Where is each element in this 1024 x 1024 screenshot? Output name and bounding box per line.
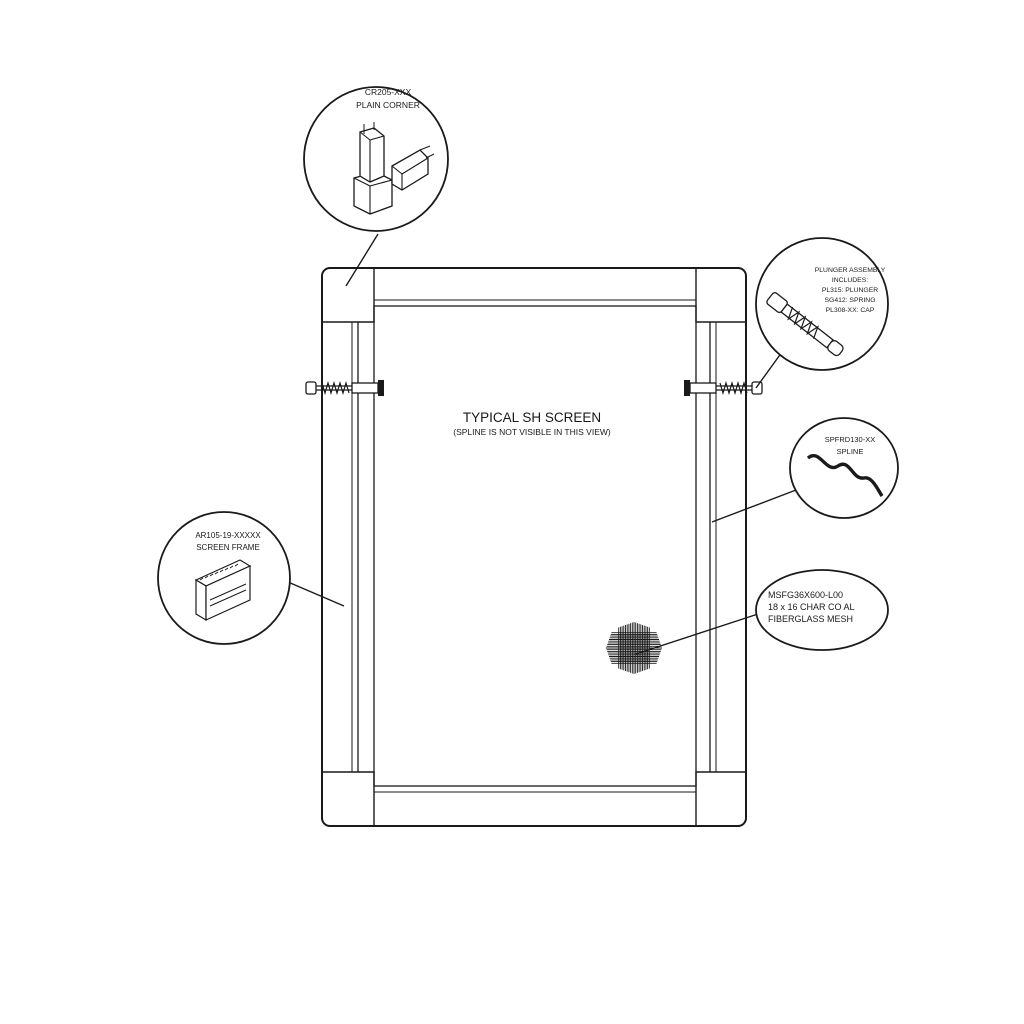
leader-spline bbox=[711, 489, 797, 523]
callout-plunger-line-3: PL315: PLUNGER bbox=[822, 287, 878, 294]
screen-frame bbox=[321, 267, 747, 827]
callout-corner-line-2: PLAIN CORNER bbox=[356, 100, 420, 110]
callout-mesh: MSFG36X600-L00 18 x 16 CHAR CO AL FIBERG… bbox=[755, 569, 889, 651]
corner-key-icon bbox=[353, 122, 435, 215]
corner-key-top-right bbox=[695, 268, 746, 323]
leader-frame bbox=[287, 581, 345, 607]
callout-spline-line-1: SPFRD130-XX bbox=[825, 435, 875, 444]
callout-plunger-line-5: PL308-XX: CAP bbox=[826, 307, 875, 314]
callout-mesh-line-3: FIBERGLASS MESH bbox=[768, 614, 853, 624]
callout-plunger-line-1: PLUNGER ASSEMBLY bbox=[815, 267, 886, 274]
callout-mesh-line-1: MSFG36X600-L00 bbox=[768, 590, 843, 600]
callout-spline-line-2: SPLINE bbox=[837, 447, 864, 456]
corner-key-top-left bbox=[322, 268, 375, 323]
callout-frame-line-1: AR105-19-XXXXX bbox=[195, 531, 261, 540]
corner-key-bottom-left bbox=[322, 771, 375, 826]
leader-plunger bbox=[755, 351, 783, 389]
callout-mesh-line-2: 18 x 16 CHAR CO AL bbox=[768, 602, 855, 612]
callout-spline: SPFRD130-XX SPLINE bbox=[789, 417, 899, 519]
main-subtitle: (SPLINE IS NOT VISIBLE IN THIS VIEW) bbox=[453, 427, 611, 437]
callout-plunger-line-4: SG412: SPRING bbox=[825, 297, 876, 304]
plunger-assembly-icon bbox=[766, 292, 844, 357]
callout-frame: AR105-19-XXXXX SCREEN FRAME bbox=[157, 511, 291, 645]
callout-plunger: PLUNGER ASSEMBLY INCLUDES: PL315: PLUNGE… bbox=[755, 237, 889, 371]
leader-corner bbox=[345, 233, 379, 287]
leader-mesh bbox=[635, 613, 759, 655]
plunger-right bbox=[684, 380, 763, 396]
callout-frame-line-2: SCREEN FRAME bbox=[196, 543, 260, 552]
corner-key-bottom-right bbox=[695, 771, 746, 826]
callout-plunger-line-2: INCLUDES: bbox=[832, 277, 868, 284]
main-title: TYPICAL SH SCREEN bbox=[463, 410, 601, 425]
plunger-left bbox=[305, 380, 384, 396]
callout-corner-line-1: CR205-XXX bbox=[365, 87, 412, 97]
callout-corner: CR205-XXX PLAIN CORNER bbox=[303, 86, 449, 232]
frame-extrusion-icon bbox=[194, 559, 252, 622]
